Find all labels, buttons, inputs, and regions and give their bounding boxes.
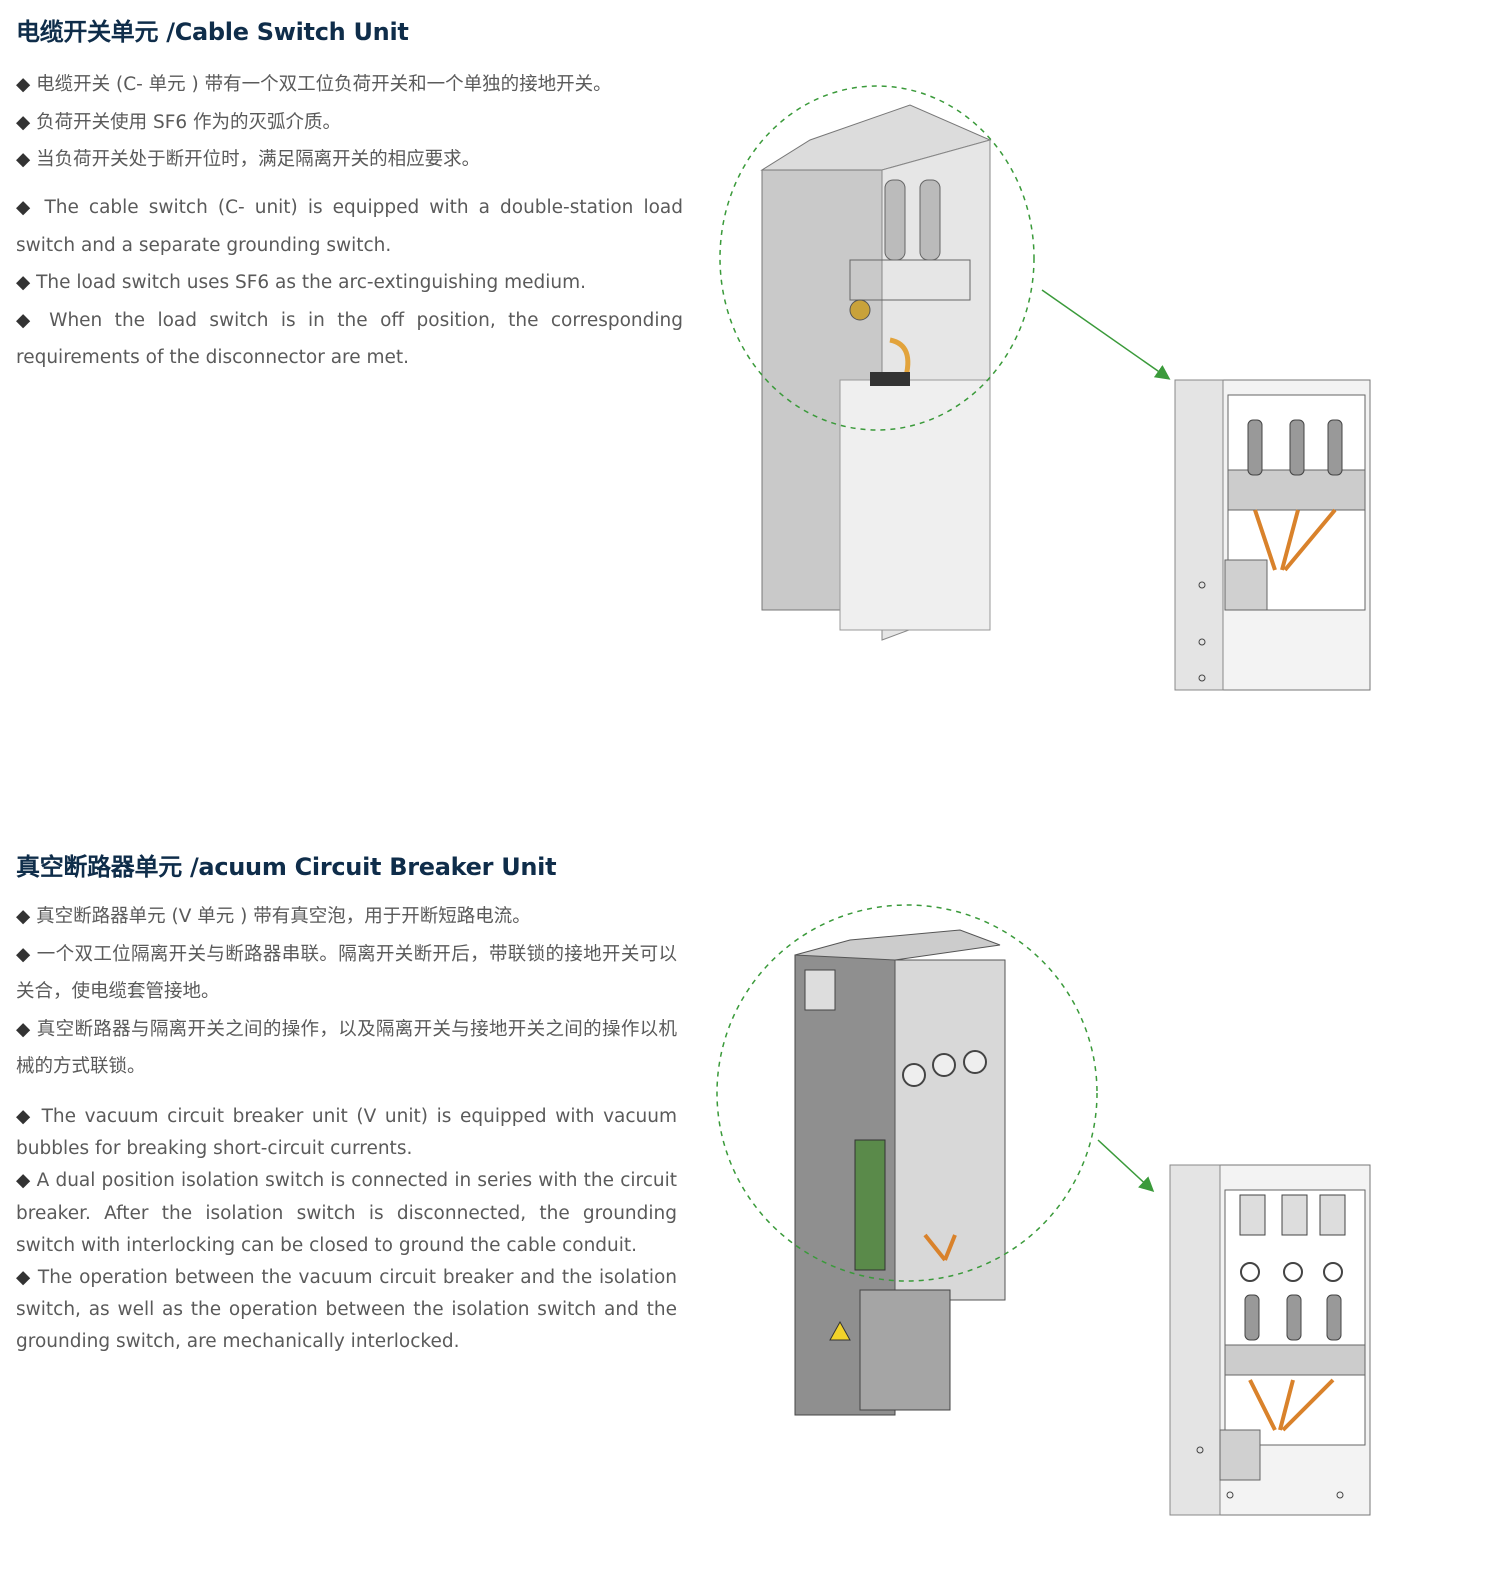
vacuum-breaker-cn-bullets: 真空断路器单元 (V 单元 ) 带有真空泡，用于开断短路电流。 一个双工位隔离开… xyxy=(16,898,677,1086)
cable-switch-en-bullets: The cable switch (C- unit) is equipped w… xyxy=(16,189,683,377)
bullet-text: The vacuum circuit breaker unit (V unit)… xyxy=(16,1101,677,1165)
cable-switch-detail-illustration xyxy=(1174,379,1371,691)
vacuum-breaker-detail-illustration xyxy=(1169,1164,1371,1516)
zoom-circle xyxy=(719,85,1035,431)
section-title-vacuum-breaker: 真空断路器单元 /acuum Circuit Breaker Unit xyxy=(16,853,557,881)
bullet-text: When the load switch is in the off posit… xyxy=(16,302,683,377)
bullet-text: 负荷开关使用 SF6 作为的灭弧介质。 xyxy=(16,104,683,142)
bullet-text: 电缆开关 (C- 单元 ) 带有一个双工位负荷开关和一个单独的接地开关。 xyxy=(16,66,683,104)
cable-switch-cabinet-illustration xyxy=(760,104,992,641)
bullet-text: 真空断路器与隔离开关之间的操作，以及隔离开关与接地开关之间的操作以机械的方式联锁… xyxy=(16,1011,677,1086)
section-title-cable-switch: 电缆开关单元 /Cable Switch Unit xyxy=(16,18,409,46)
zoom-circle xyxy=(716,904,1098,1282)
vacuum-breaker-cabinet-illustration xyxy=(794,929,1006,1416)
arrow-icon xyxy=(1041,289,1171,380)
bullet-text: The load switch uses SF6 as the arc-exti… xyxy=(16,264,683,302)
bullet-text: 当负荷开关处于断开位时，满足隔离开关的相应要求。 xyxy=(16,141,683,179)
bullet-text: The cable switch (C- unit) is equipped w… xyxy=(16,189,683,264)
bullet-text: 真空断路器单元 (V 单元 ) 带有真空泡，用于开断短路电流。 xyxy=(16,898,677,936)
bullet-text: 一个双工位隔离开关与断路器串联。隔离开关断开后，带联锁的接地开关可以关合，使电缆… xyxy=(16,936,677,1011)
arrow-icon xyxy=(1097,1139,1155,1193)
vacuum-breaker-en-bullets: The vacuum circuit breaker unit (V unit)… xyxy=(16,1101,677,1359)
bullet-text: A dual position isolation switch is conn… xyxy=(16,1165,677,1262)
cable-switch-cn-bullets: 电缆开关 (C- 单元 ) 带有一个双工位负荷开关和一个单独的接地开关。 负荷开… xyxy=(16,66,683,179)
bullet-text: The operation between the vacuum circuit… xyxy=(16,1262,677,1359)
